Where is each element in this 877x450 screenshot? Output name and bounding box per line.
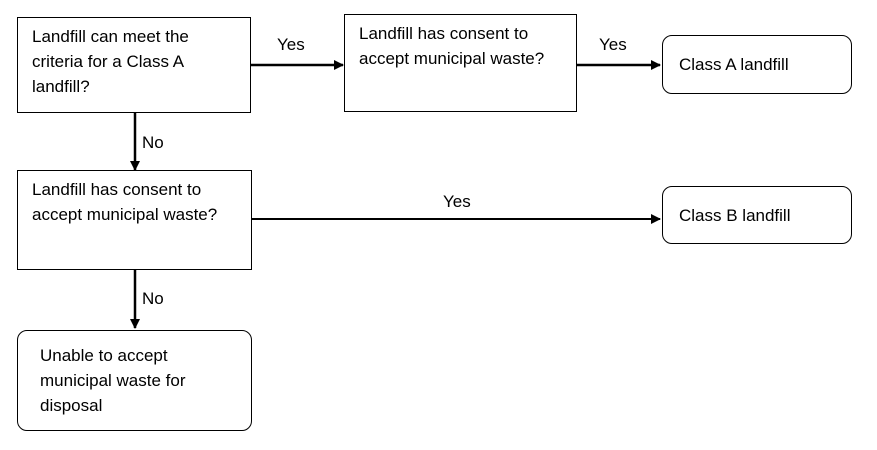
decision-consent-top: Landfill has consent to accept municipal… xyxy=(344,14,577,112)
result-class-b-landfill: Class B landfill xyxy=(662,186,852,244)
label-consent-top-yes: Yes xyxy=(599,35,627,54)
decision-class-a-criteria: Landfill can meet the criteria for a Cla… xyxy=(17,17,251,113)
decision-class-a-criteria-text: Landfill can meet the criteria for a Cla… xyxy=(32,27,189,96)
label-criteria-no: No xyxy=(142,133,164,152)
decision-consent-top-text: Landfill has consent to accept municipal… xyxy=(359,24,545,68)
label-criteria-yes: Yes xyxy=(277,35,305,54)
label-consent-middle-no: No xyxy=(142,289,164,308)
result-class-a-landfill-text: Class A landfill xyxy=(679,55,789,74)
label-consent-middle-yes: Yes xyxy=(443,192,471,211)
decision-consent-middle-text: Landfill has consent to accept municipal… xyxy=(32,180,218,224)
result-class-b-landfill-text: Class B landfill xyxy=(679,205,791,225)
decision-consent-middle: Landfill has consent to accept municipal… xyxy=(17,170,252,270)
result-unable-to-accept: Unable to accept municipal waste for dis… xyxy=(17,330,252,431)
result-unable-to-accept-text: Unable to accept municipal waste for dis… xyxy=(40,346,186,415)
result-class-a-landfill: Class A landfill xyxy=(662,35,852,94)
